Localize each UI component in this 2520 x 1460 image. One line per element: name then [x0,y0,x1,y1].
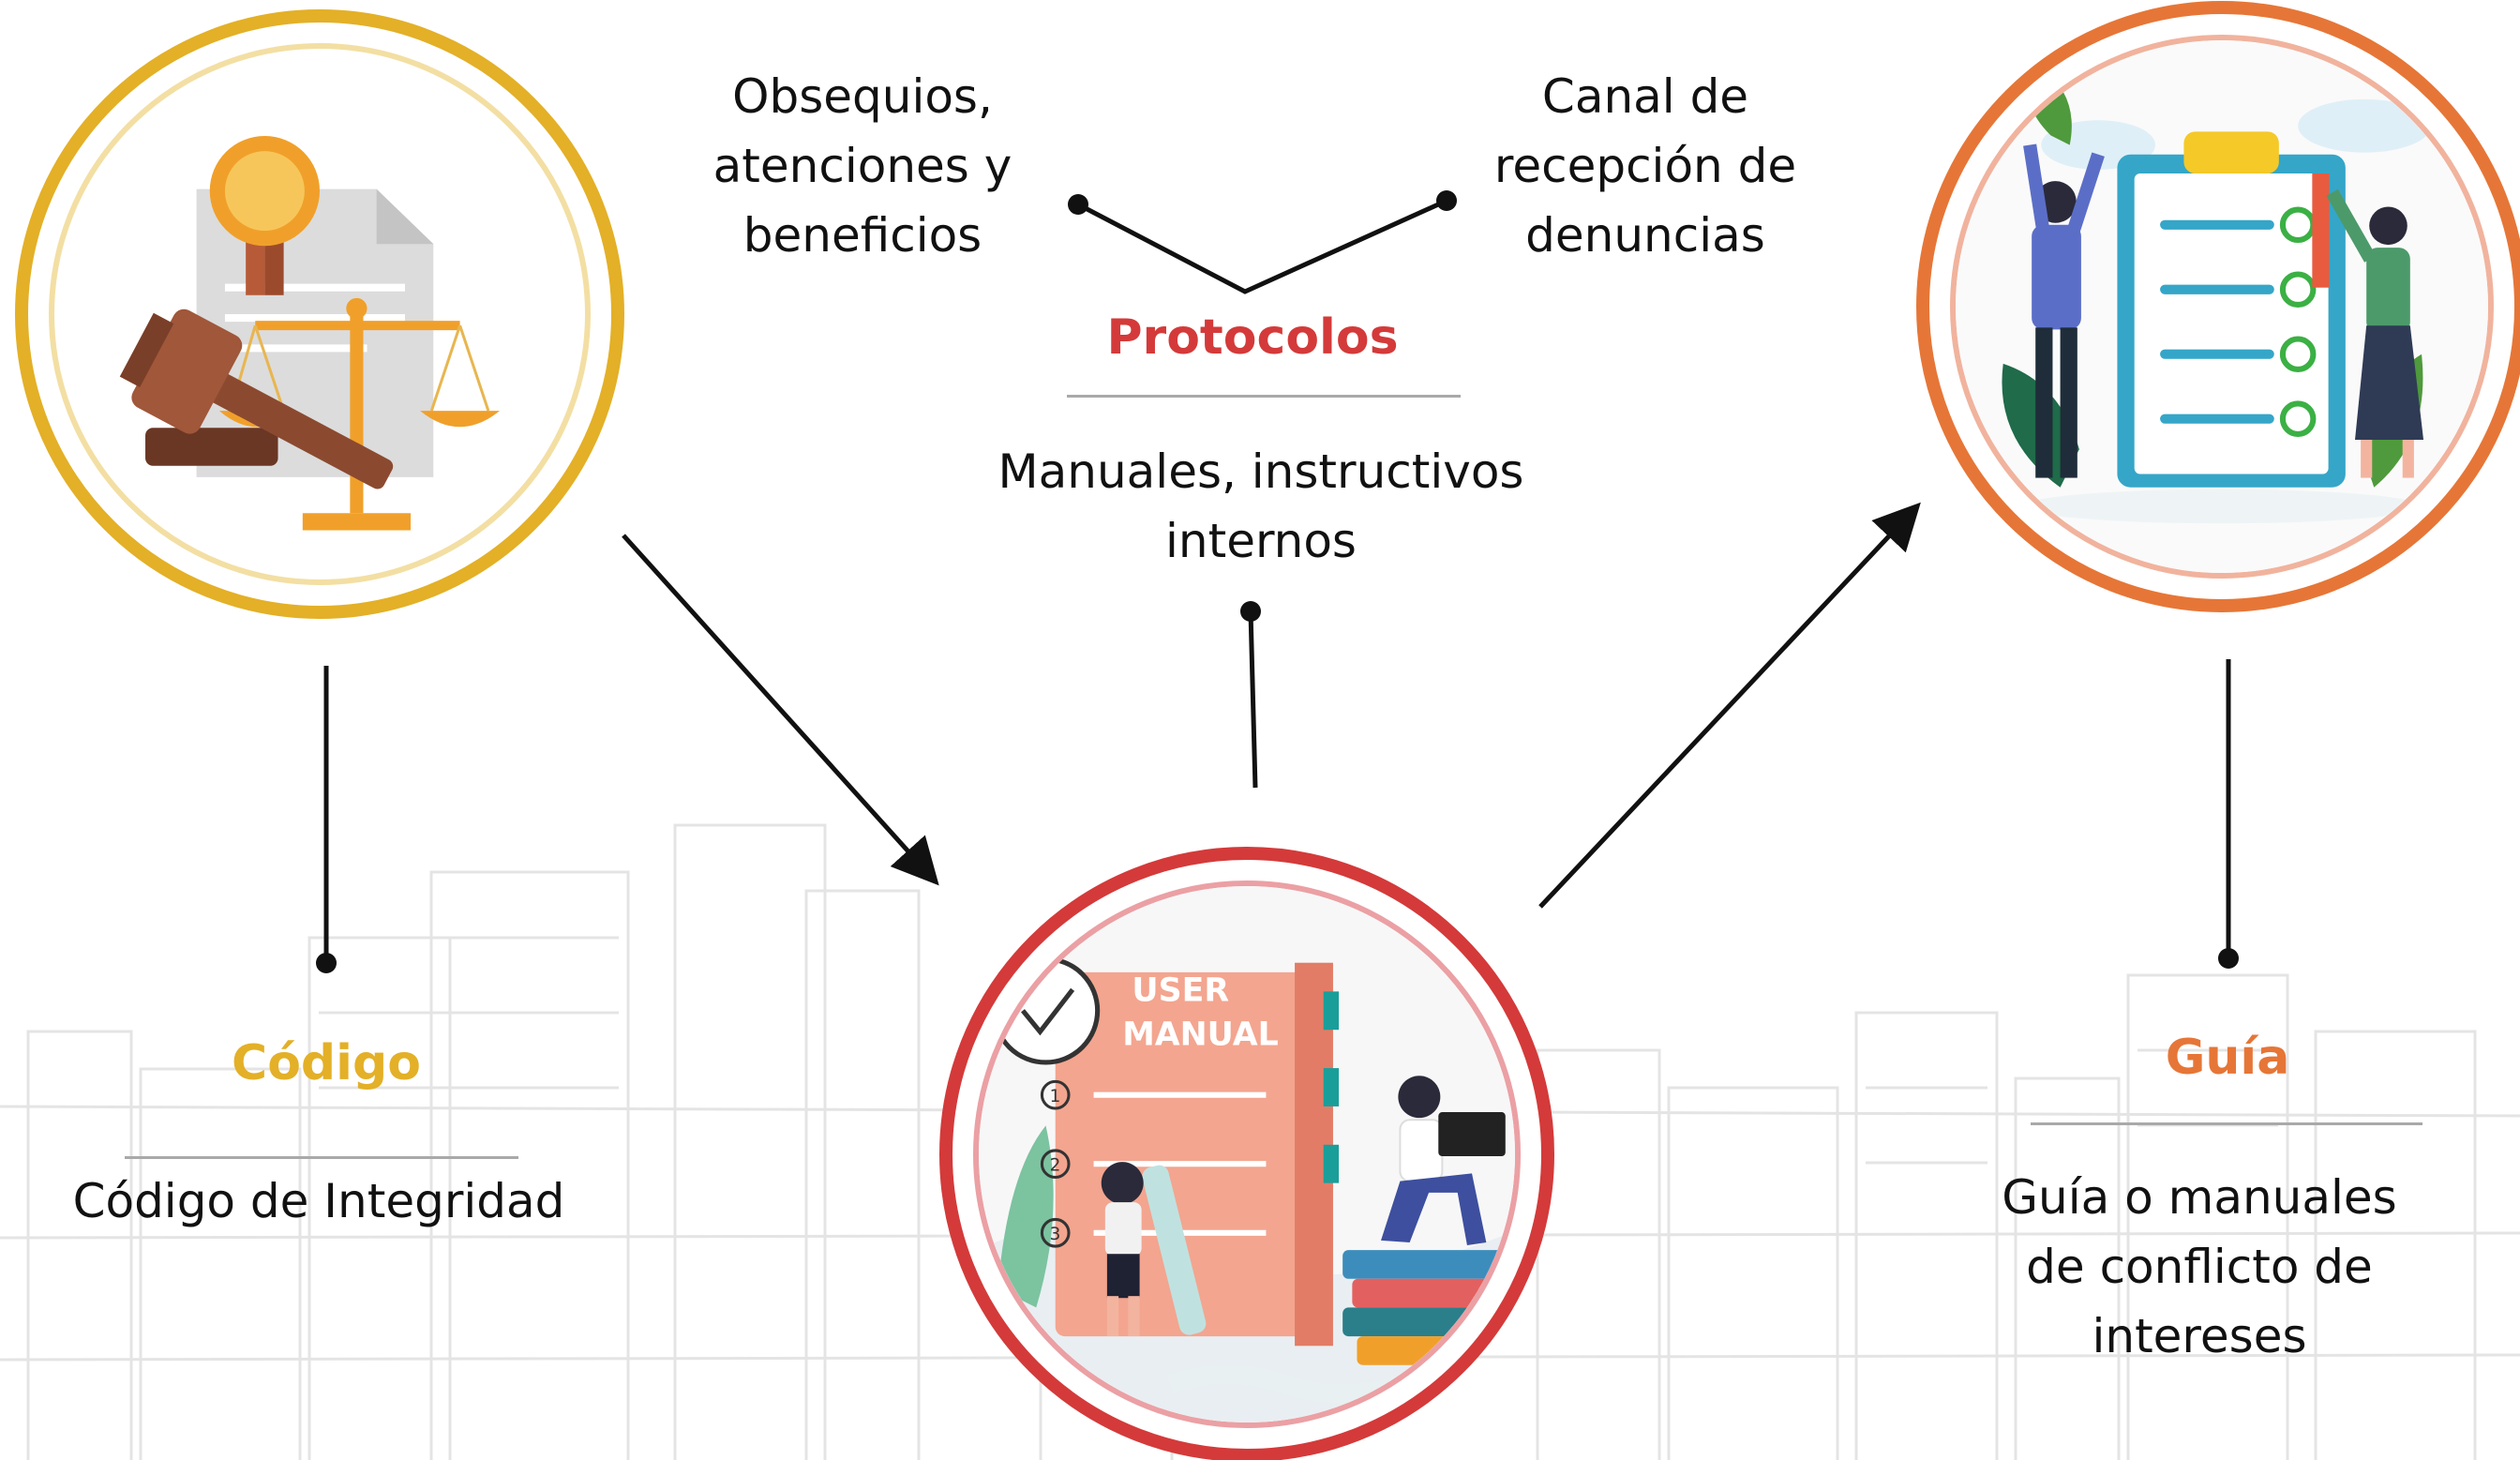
user-manual-icon: USER MANUAL 1 2 3 [979,886,1515,1422]
arrow-protocolos-to-guia [1538,502,1921,909]
guia-node-circle [1916,1,2520,612]
manual-cover-line2: MANUAL [1122,1016,1279,1054]
connector-branch-right-dot [1436,190,1457,211]
step-label-3: 3 [1050,1225,1061,1244]
connector-branch-left-dot [1068,194,1088,215]
protocolos-branch-left: Obsequios, atenciones y beneficios [712,69,1012,263]
guia-description: Guía o manuales de conflicto de interese… [2002,1170,2397,1363]
step-label-2: 2 [1050,1155,1061,1175]
protocolos-description: Manuales, instructivos internos [998,444,1524,568]
guia-inner-ring [1950,35,2494,579]
codigo-node-circle [15,9,624,619]
arrow-codigo-to-protocolos [622,534,939,886]
protocolos-title: Protocolos [1106,309,1399,366]
gavel-scales-certificate-icon [119,135,501,531]
codigo-description: Código de Integridad [72,1174,565,1228]
codigo-inner-ring [49,43,591,585]
protocolos-divider [1067,395,1461,398]
codigo-title: Código [232,1035,421,1091]
connector-protocolos-branches [1076,198,1448,294]
connector-protocolos-dot [1240,601,1261,622]
protocolos-inner-ring: USER MANUAL 1 2 3 [973,881,1521,1428]
protocolos-node-circle: USER MANUAL 1 2 3 [939,847,1554,1460]
guia-divider [2031,1122,2422,1125]
manual-cover-line1: USER [1132,972,1229,1010]
codigo-divider [125,1156,518,1159]
connector-guia-dot [2218,948,2239,969]
connector-protocolos-stem [1248,610,1258,789]
connector-codigo-dot [316,953,337,973]
step-label-1: 1 [1050,1087,1061,1106]
clipboard-checklist-icon [1956,40,2488,573]
protocolos-branch-right: Canal de recepción de denuncias [1493,69,1797,263]
guia-title: Guía [2165,1030,2290,1086]
